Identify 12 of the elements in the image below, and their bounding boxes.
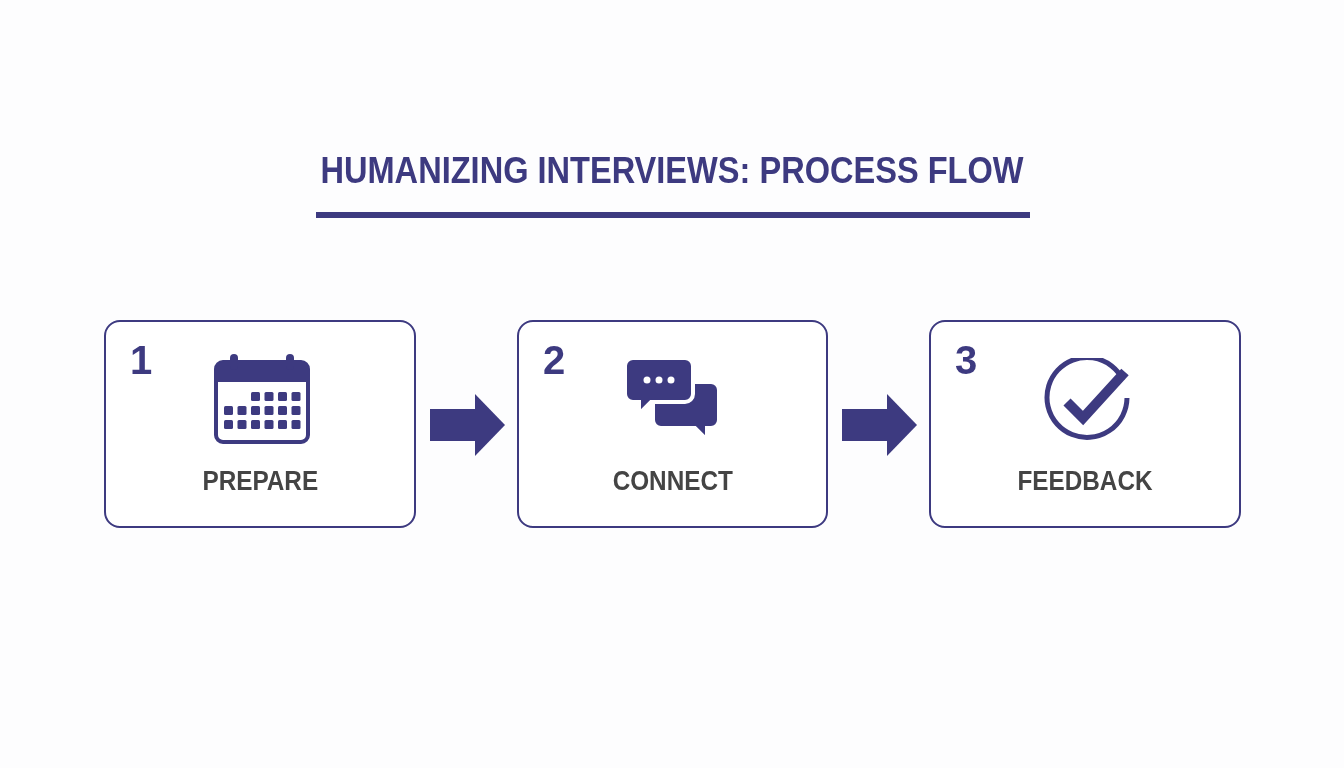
title: HUMANIZING INTERVIEWS: PROCESS FLOW xyxy=(319,150,1025,192)
step-box xyxy=(929,320,1241,528)
step-label: CONNECT xyxy=(612,468,733,495)
step-label: PREPARE xyxy=(202,468,318,495)
step-number: 3 xyxy=(955,340,978,380)
step-box xyxy=(104,320,416,528)
step-number: 1 xyxy=(130,340,153,380)
arrow xyxy=(430,394,505,456)
step-box xyxy=(517,320,828,528)
arrow xyxy=(842,394,917,456)
step-label: FEEDBACK xyxy=(1017,468,1153,495)
step-number: 2 xyxy=(543,340,566,380)
